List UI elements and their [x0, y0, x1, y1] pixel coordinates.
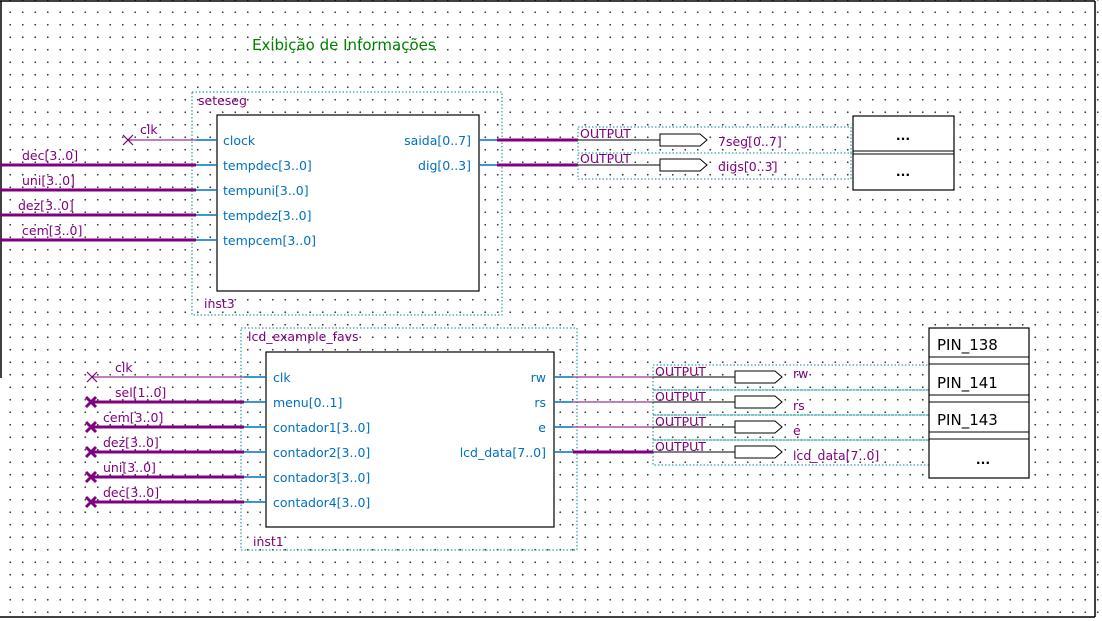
seteseg-symbol[interactable]: seteseg inst3 clock tempdec[3..0] tempun… [191, 91, 503, 316]
output-kind-7seg: OUTPUT [580, 126, 631, 141]
lcd-pin-0[interactable]: PIN_138 [937, 336, 998, 355]
lcd-instance-label: inst1 [253, 534, 284, 549]
lcd-output-wires[interactable] [573, 376, 653, 454]
lcd-signal-cem: cem[3..0] [103, 410, 163, 425]
output-kind-e: OUTPUT [655, 414, 706, 429]
output-signal-e[interactable]: e [793, 423, 801, 438]
lcd-port-e: e [538, 420, 546, 435]
lcd-signal-uni: uni[3..0] [103, 460, 156, 475]
lcd-port-contador2: contador2[3..0] [273, 445, 370, 460]
seteseg-input-wires[interactable] [0, 139, 196, 242]
output-pin-7seg-icon [659, 133, 708, 147]
lcd-clk-x-icon [86, 371, 98, 383]
output-kind-digs: OUTPUT [580, 151, 631, 166]
seteseg-instance-frame [191, 91, 503, 316]
lcd-pin-2[interactable]: PIN_143 [937, 411, 998, 430]
output-kind-rs: OUTPUT [655, 389, 706, 404]
sheet-title: Exibição de Informações [252, 36, 436, 54]
seteseg-signal-dec: dec[3..0] [22, 148, 78, 163]
output-pin-lcd-data-icon [734, 445, 783, 459]
seteseg-port-saida: saida[0..7] [404, 133, 471, 148]
lcd-input-wires[interactable] [92, 376, 244, 504]
seteseg-port-tempuni: tempuni[3..0] [223, 183, 309, 198]
seteseg-signal-dez: dez[3..0] [18, 198, 74, 213]
seteseg-port-tempdez: tempdez[3..0] [223, 208, 312, 223]
seteseg-signal-clk: clk [140, 122, 158, 137]
seteseg-pin-0[interactable]: ... [896, 128, 910, 143]
lcd-port-contador3: contador3[3..0] [273, 470, 370, 485]
lcd-signal-sel: sel[1..0] [115, 385, 166, 400]
lcd-signal-dez: dez[3..0] [103, 435, 159, 450]
lcd-signal-dec: dec[3..0] [103, 485, 159, 500]
seteseg-block[interactable] [216, 114, 480, 292]
lcd-port-contador1: contador1[3..0] [273, 420, 370, 435]
seteseg-port-tempcem: tempcem[3..0] [223, 233, 316, 248]
output-pin-digs-icon [659, 158, 708, 172]
output-kind-rw: OUTPUT [655, 364, 706, 379]
lcd-port-rs: rs [534, 395, 546, 410]
seteseg-block-name: seteseg [198, 93, 247, 108]
seteseg-port-tempdec: tempdec[3..0] [223, 158, 312, 173]
lcd-port-lcd-data: lcd_data[7..0] [460, 445, 546, 460]
output-pin-rs-icon [734, 395, 783, 409]
output-signal-lcd-data[interactable]: lcd_data[7..0] [793, 448, 879, 463]
seteseg-pin-1[interactable]: ... [896, 164, 910, 179]
lcd-instance-frame [240, 327, 578, 551]
lcd-pin-box[interactable]: PIN_138 PIN_141 PIN_143 ... [928, 327, 1030, 479]
seteseg-port-dig: dig[0..3] [418, 158, 471, 173]
output-pin-e-icon [734, 420, 783, 434]
lcd-symbol[interactable]: lcd_example_favs inst1 clk menu[0..1] co… [240, 327, 578, 551]
seteseg-signal-cem: cem[3..0] [22, 223, 82, 238]
lcd-signal-clk: clk [115, 360, 133, 375]
seteseg-pin-box[interactable]: ... ... [852, 115, 955, 191]
lcd-port-clk: clk [273, 370, 291, 385]
output-signal-rs[interactable]: rs [793, 398, 805, 413]
lcd-port-menu: menu[0..1] [273, 395, 342, 410]
lcd-pin-1[interactable]: PIN_141 [937, 374, 998, 393]
output-signal-digs[interactable]: digs[0..3] [718, 159, 777, 174]
seteseg-signal-uni: uni[3..0] [22, 173, 75, 188]
lcd-port-contador4: contador4[3..0] [273, 495, 370, 510]
output-pin-rw-icon [734, 370, 783, 384]
output-kind-lcd-data: OUTPUT [655, 439, 706, 454]
output-signal-7seg[interactable]: 7seg[0..7] [718, 134, 782, 149]
seteseg-port-clock: clock [223, 133, 256, 148]
seteseg-clk-x-icon [122, 134, 134, 146]
output-signal-rw[interactable]: rw [793, 366, 808, 381]
lcd-block[interactable] [265, 351, 555, 528]
seteseg-output-wires[interactable] [497, 138, 578, 167]
seteseg-instance-label: inst3 [204, 296, 235, 311]
lcd-port-rw: rw [531, 370, 546, 385]
lcd-pin-3[interactable]: ... [976, 452, 990, 467]
lcd-block-name: lcd_example_favs [248, 329, 359, 344]
lcd-unconnected-x-icons [84, 395, 98, 509]
